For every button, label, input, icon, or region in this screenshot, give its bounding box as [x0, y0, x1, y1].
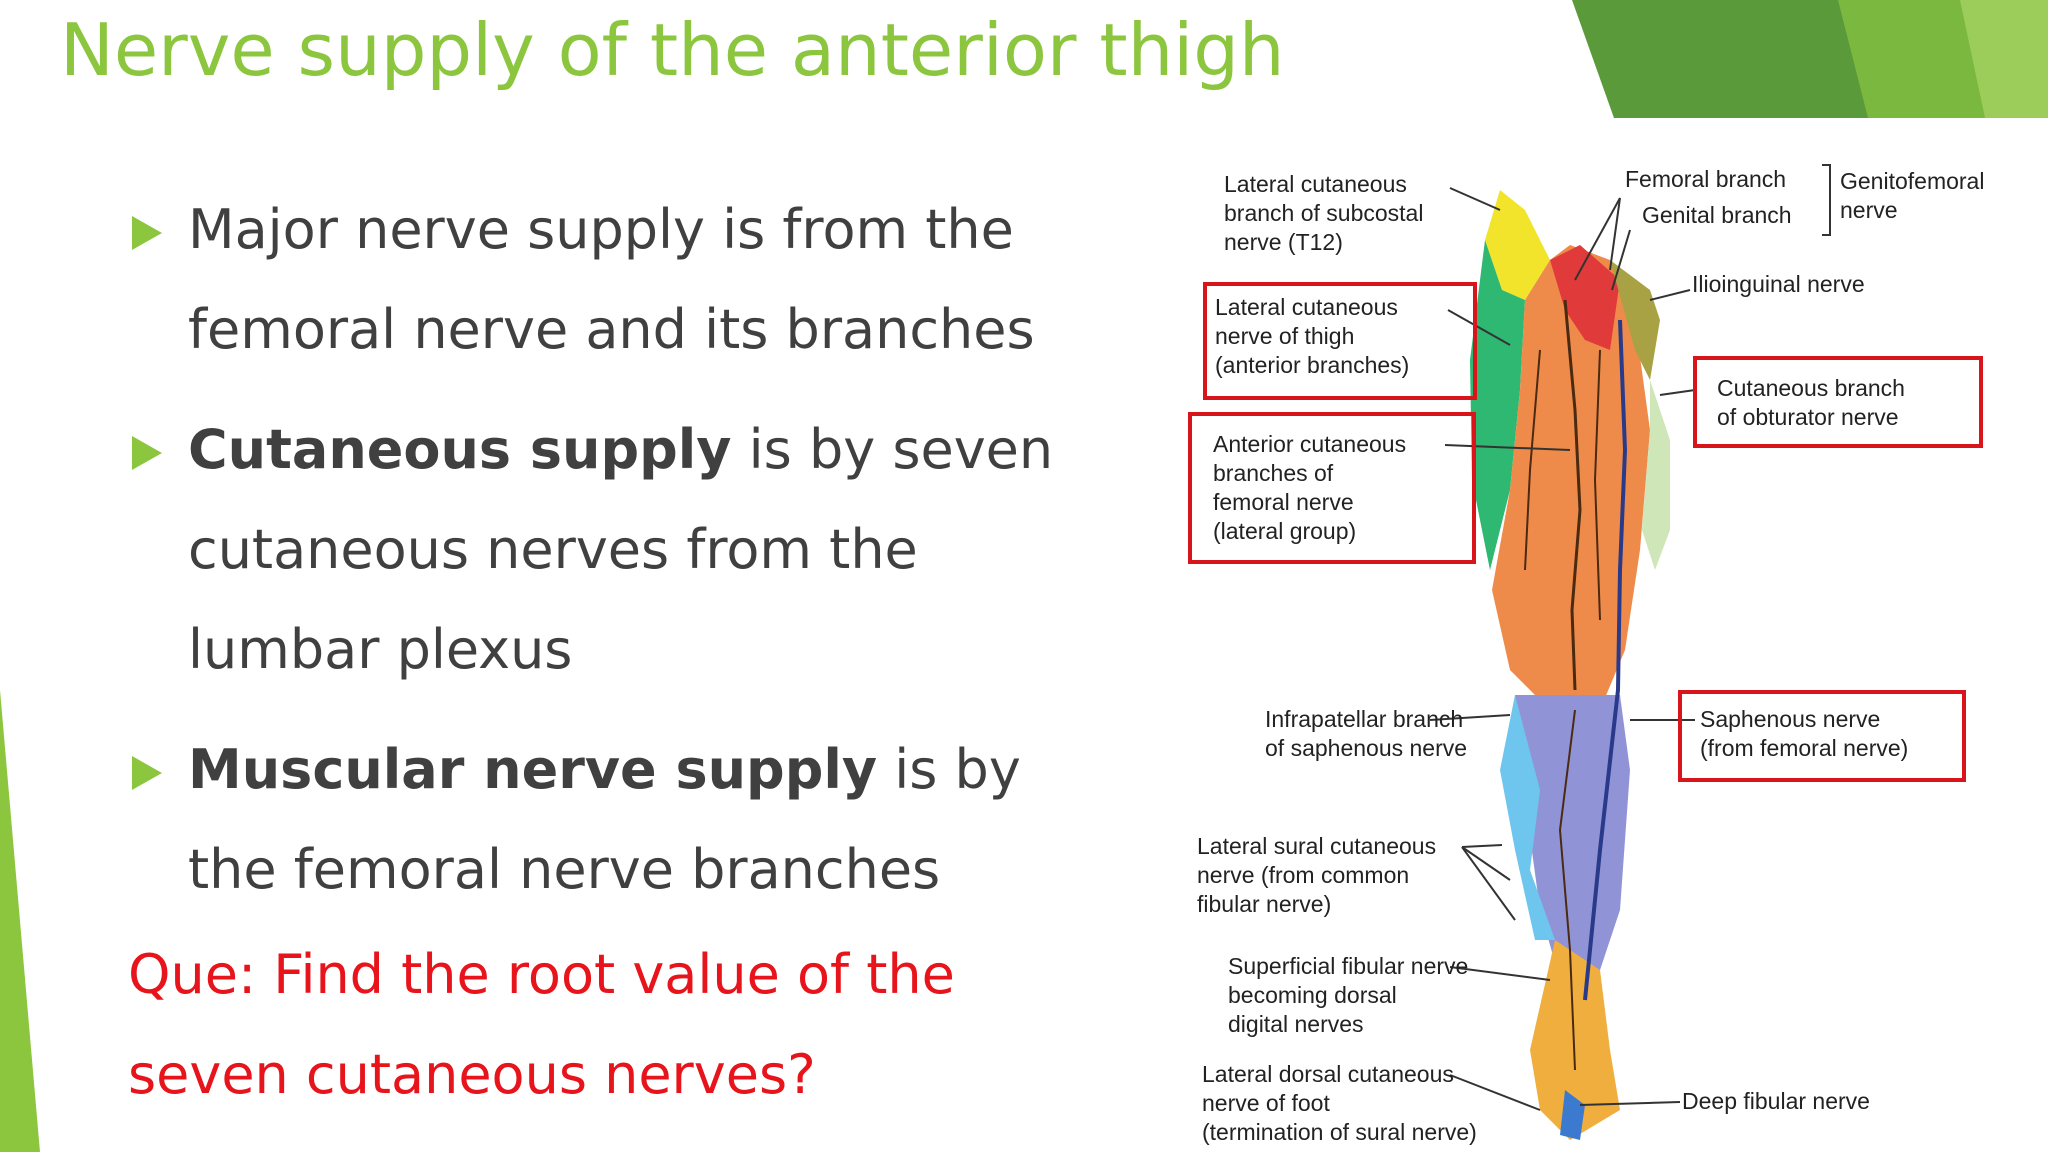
- label-superficial-fibular: Superficial fibular nerve becoming dorsa…: [1228, 953, 1469, 1037]
- bullet-item: Muscular nerve supply is by the femoral …: [132, 720, 1072, 920]
- bullet-arrow-icon: [132, 436, 162, 470]
- label-deep-fibular: Deep fibular nerve: [1682, 1088, 1870, 1114]
- leg-illustration: [1429, 164, 1831, 1140]
- label-genitofemoral-nerve: Genitofemoral nerve: [1840, 168, 1985, 223]
- nerve-line: [1558, 709, 1576, 1071]
- nerve-line: [1583, 319, 1628, 1001]
- top-right-accent-lightest: [1960, 0, 2048, 118]
- highlight-box: [1693, 356, 1983, 448]
- nerve-line: [1524, 349, 1541, 571]
- leader-lines: [1429, 164, 1831, 1111]
- bullet-text: is by the femoral nerve branches: [188, 738, 1021, 901]
- bullet-item: Cutaneous supply is by seven cutaneous n…: [132, 400, 1072, 700]
- left-accent-shape: [0, 690, 40, 1152]
- label-lateral-dorsal-cutaneous: Lateral dorsal cutaneous nerve of foot (…: [1202, 1061, 1477, 1145]
- slide-title: Nerve supply of the anterior thigh: [60, 8, 1285, 92]
- region-lateral-sural: [1500, 695, 1555, 940]
- question-text: Que: Find the root value of the seven cu…: [128, 943, 955, 1106]
- highlight-box: [1203, 282, 1477, 400]
- highlight-box: [1188, 412, 1476, 564]
- nerve-line: [1563, 299, 1582, 691]
- label-lateral-cutaneous-thigh: Lateral cutaneous nerve of thigh (anteri…: [1215, 294, 1410, 378]
- label-lateral-cutaneous-subcostal: Lateral cutaneous branch of subcostal ne…: [1224, 171, 1424, 255]
- bullet-list: Major nerve supply is from the femoral n…: [132, 180, 1072, 940]
- bullet-arrow-icon: [132, 756, 162, 790]
- region-anterior-femoral: [1492, 245, 1650, 710]
- bullet-bold-text: Cutaneous supply: [188, 418, 732, 481]
- bullet-text: is by seven cutaneous nerves from the lu…: [188, 418, 1054, 681]
- label-genital-branch: Genital branch: [1642, 202, 1792, 228]
- region-superficial-fibular: [1530, 940, 1620, 1140]
- label-lateral-sural: Lateral sural cutaneous nerve (from comm…: [1197, 833, 1437, 917]
- highlight-box: [1678, 690, 1966, 782]
- region-subcostal: [1485, 190, 1550, 300]
- label-infrapatellar-branch: Infrapatellar branch of saphenous nerve: [1265, 706, 1468, 761]
- leg-nerve-diagram: Lateral cutaneous branch of subcostal ne…: [1180, 150, 2040, 1150]
- region-lateral-thigh: [1470, 240, 1525, 570]
- label-femoral-branch: Femoral branch: [1625, 166, 1787, 192]
- label-anterior-cutaneous-femoral: Anterior cutaneous branches of femoral n…: [1213, 431, 1407, 544]
- region-ilioinguinal: [1610, 260, 1660, 380]
- region-genital: [1550, 245, 1620, 350]
- region-obturator: [1642, 380, 1670, 570]
- region-deep-fibular: [1560, 1090, 1585, 1140]
- bullet-bold-text: Muscular nerve supply: [188, 738, 878, 801]
- label-ilioinguinal-nerve: Ilioinguinal nerve: [1692, 271, 1865, 297]
- nerve-line: [1593, 349, 1601, 621]
- bullet-item: Major nerve supply is from the femoral n…: [132, 180, 1072, 380]
- label-saphenous-nerve: Saphenous nerve (from femoral nerve): [1700, 706, 1909, 761]
- bullet-text: Major nerve supply is from the femoral n…: [188, 198, 1035, 361]
- bullet-arrow-icon: [132, 216, 162, 250]
- label-cutaneous-obturator: Cutaneous branch of obturator nerve: [1717, 375, 1905, 430]
